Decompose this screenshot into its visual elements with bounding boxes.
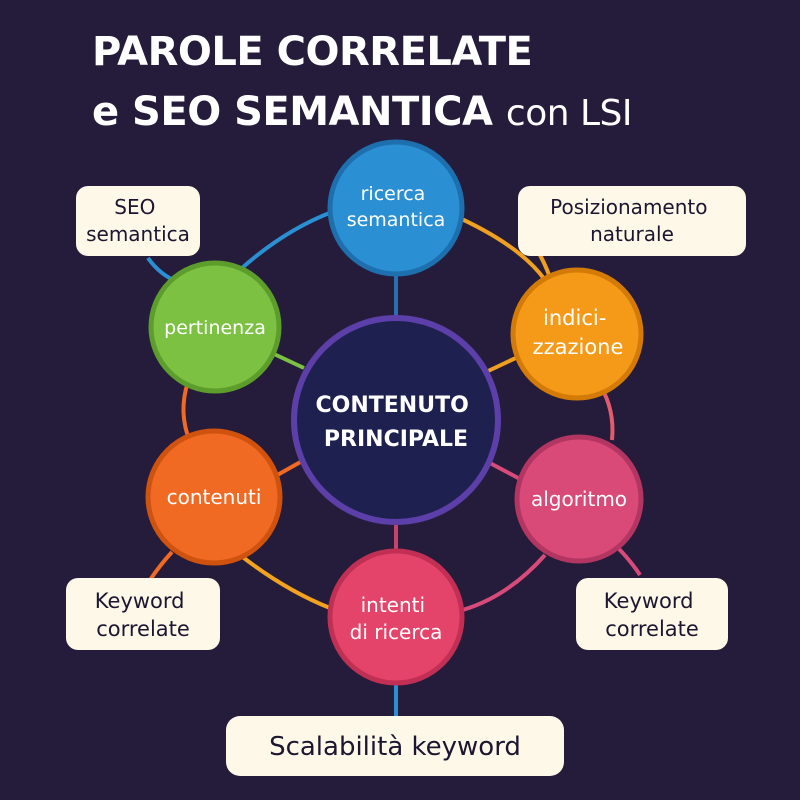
label-seo-semantica: SEO semantica xyxy=(76,186,200,256)
spokes xyxy=(271,274,523,560)
label-keyword-correlate-right: Keyword correlate xyxy=(576,578,728,650)
label-line-2: semantica xyxy=(86,222,190,246)
node-intenti-di-ricerca: intenti di ricerca xyxy=(327,548,465,686)
label-text: SEO semantica xyxy=(86,195,190,246)
label-box xyxy=(518,186,746,256)
label-box xyxy=(576,578,728,650)
node-label-line-1: intenti xyxy=(361,593,425,617)
connector-keyword-right xyxy=(616,546,642,577)
node-ricerca-semantica: ricerca semantica xyxy=(327,139,465,277)
spoke-algoritmo xyxy=(487,460,523,482)
node-circle xyxy=(510,267,644,401)
label-text: Keyword correlate xyxy=(95,589,191,641)
page-title: PAROLE CORRELATE e SEO SEMANTICA con LSI xyxy=(92,26,782,140)
label-text: Keyword correlate xyxy=(604,589,700,641)
title-line-2: e SEO SEMANTICA con LSI xyxy=(92,86,782,140)
ring-arc-ricerca-indicizzazione xyxy=(452,213,547,282)
node-label: ricerca semantica xyxy=(347,183,446,231)
label-line-2: correlate xyxy=(96,617,190,641)
node-pertinenza: pertinenza xyxy=(148,260,282,394)
node-algoritmo: algoritmo xyxy=(514,434,644,564)
node-circle xyxy=(148,260,282,394)
center-node: CONTENUTO PRINCIPALE xyxy=(291,315,501,525)
node-label-line-1: algoritmo xyxy=(531,487,627,511)
label-line-2: correlate xyxy=(605,617,699,641)
node-label-line-2: zzazione xyxy=(533,335,624,359)
ring-arc-pertinenza-ricerca xyxy=(240,210,333,270)
node-label-line-1: pertinenza xyxy=(164,317,266,339)
label-line-2: naturale xyxy=(590,222,674,246)
node-circle xyxy=(327,139,465,277)
label-line-1: Keyword xyxy=(95,589,185,613)
label-line-1: Keyword xyxy=(604,589,694,613)
center-node-circle xyxy=(291,315,501,525)
node-label-line-1: indici- xyxy=(543,306,606,330)
spoke-pertinenza xyxy=(273,352,305,370)
node-label-line-2: semantica xyxy=(347,209,446,231)
node-label: indici- zzazione xyxy=(533,306,624,359)
label-box xyxy=(66,578,220,650)
ring-arc-contenuti-pertinenza xyxy=(181,381,192,443)
ring-arc-algoritmo-intenti xyxy=(454,553,547,614)
title-line-2-prefix: e SEO SEMANTICA xyxy=(92,89,493,135)
label-box xyxy=(76,186,200,256)
title-line-2-suffix: con LSI xyxy=(505,93,633,134)
title-line-1: PAROLE CORRELATE xyxy=(92,29,533,75)
node-label-line-1: contenuti xyxy=(167,485,262,509)
node-label: contenuti xyxy=(167,485,262,509)
center-line-1: CONTENUTO xyxy=(316,393,469,418)
node-label: intenti di ricerca xyxy=(350,593,443,644)
label-line-1: SEO xyxy=(114,195,155,219)
node-label-line-2: di ricerca xyxy=(350,620,443,644)
node-label-line-1: ricerca xyxy=(361,183,426,205)
center-node-label: CONTENUTO PRINCIPALE xyxy=(316,393,477,452)
node-circle xyxy=(327,548,465,686)
label-scalabilita-keyword: Scalabilità keyword xyxy=(226,716,564,776)
ring-arc-intenti-contenuti xyxy=(238,553,331,610)
label-posizionamento-naturale: Posizionamento naturale xyxy=(518,186,746,256)
label-line-1: Posizionamento xyxy=(550,195,707,219)
label-text: Posizionamento naturale xyxy=(550,195,714,246)
connector-keyword-left xyxy=(148,550,174,582)
label-keyword-correlate-left: Keyword correlate xyxy=(66,578,220,650)
center-line-2: PRINCIPALE xyxy=(324,427,468,452)
node-label: pertinenza xyxy=(164,317,266,339)
label-text: Scalabilità keyword xyxy=(269,732,521,762)
node-contenuti: contenuti xyxy=(145,428,283,566)
node-circle xyxy=(514,434,644,564)
node-circle xyxy=(145,428,283,566)
node-indicizzazione: indici- zzazione xyxy=(510,267,644,401)
node-label: algoritmo xyxy=(531,487,627,511)
spoke-indicizzazione xyxy=(485,354,521,374)
label-box xyxy=(226,716,564,776)
label-line-1: Scalabilità keyword xyxy=(269,732,521,762)
